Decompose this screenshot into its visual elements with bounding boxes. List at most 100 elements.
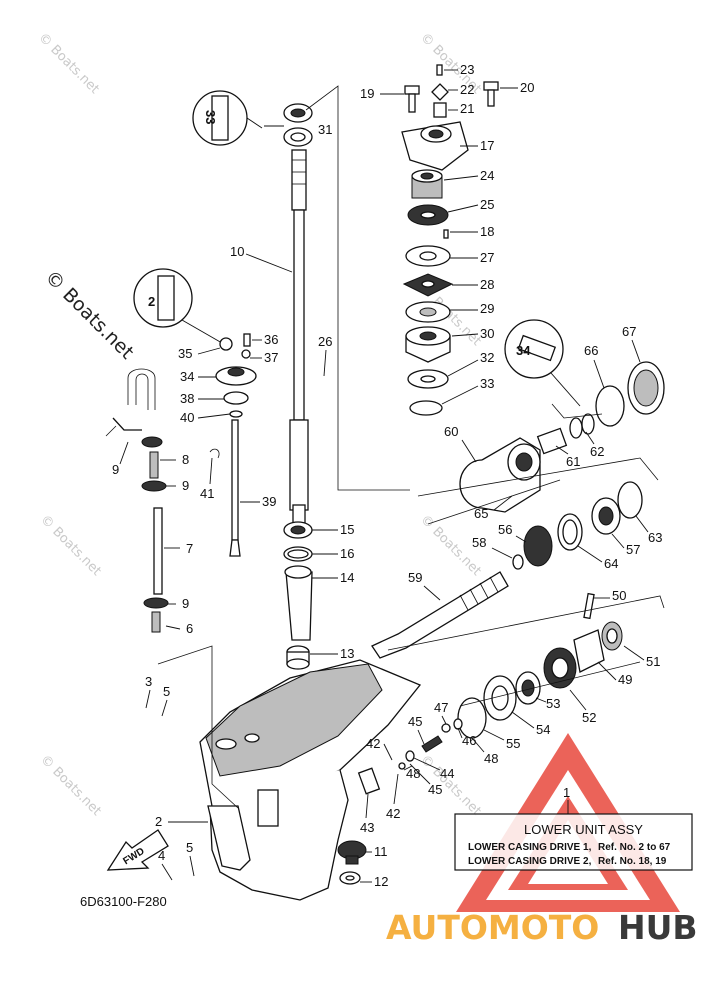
callout-16: 16: [340, 546, 354, 561]
callout-6: 6: [186, 621, 193, 636]
callouts: 2 3 4 5 5 6 7 8 9 9 9 9 10: [112, 62, 662, 889]
callout-29: 29: [480, 301, 494, 316]
callout-49: 49: [618, 672, 632, 687]
callout-25: 25: [480, 197, 494, 212]
callout-20: 20: [520, 80, 534, 95]
callout-4: 4: [158, 848, 165, 863]
callout-5b: 5: [186, 840, 193, 855]
callout-44: 44: [440, 766, 454, 781]
info-box-row2-label: LOWER CASING DRIVE 2,: [468, 856, 592, 867]
callout-50: 50: [612, 588, 626, 603]
callout-28: 28: [480, 277, 494, 292]
callout-23: 23: [460, 62, 474, 77]
callout-64: 64: [604, 556, 618, 571]
callout-37: 37: [264, 350, 278, 365]
callout-30: 30: [480, 326, 494, 341]
info-box-row2-ref: Ref. No. 18, 19: [598, 856, 667, 867]
info-box-row1-ref: Ref. No. 2 to 67: [598, 842, 671, 853]
callout-52: 52: [582, 710, 596, 725]
svg-text:34: 34: [516, 343, 531, 358]
shaft-lower-parts: [283, 521, 313, 670]
callout-7: 7: [186, 541, 193, 556]
info-box-title: LOWER UNIT ASSY: [524, 822, 643, 837]
callout-32: 33: [480, 376, 494, 391]
callout-10: 10: [230, 244, 244, 259]
callout-43: 43: [360, 820, 374, 835]
callout-19: 19: [360, 86, 374, 101]
callout-51: 51: [646, 654, 660, 669]
badge-2: 2: [133, 268, 223, 344]
callout-15: 15: [340, 522, 354, 537]
callout-21: 21: [460, 101, 474, 116]
lower-casing: [199, 659, 422, 901]
callout-27: 27: [480, 250, 494, 265]
callout-45b: 45: [428, 782, 442, 797]
callout-45a: 45: [408, 714, 422, 729]
callout-38: 38: [180, 391, 194, 406]
callout-2: 2: [155, 814, 162, 829]
callout-67: 67: [622, 324, 636, 339]
callout-9c: 9: [182, 596, 189, 611]
callout-42a: 42: [366, 736, 380, 751]
callout-3: 3: [145, 674, 152, 689]
callout-34: 34: [180, 369, 194, 384]
callout-48b: 48: [406, 766, 420, 781]
callout-55: 55: [506, 736, 520, 751]
callout-18: 18: [480, 224, 494, 239]
propeller-shaft-assy: [337, 361, 665, 885]
callout-65: 65: [474, 506, 488, 521]
callout-39: 39: [262, 494, 276, 509]
water-tube-assy: [112, 368, 169, 633]
bearing-31: [283, 103, 313, 147]
callout-66: 66: [584, 343, 598, 358]
callout-62: 62: [590, 444, 604, 459]
callout-8: 8: [182, 452, 189, 467]
info-box-row1-label: LOWER CASING DRIVE 1,: [468, 842, 592, 853]
callout-59: 59: [408, 570, 422, 585]
callout-22: 22: [460, 82, 474, 97]
brand-text-part2: HUB: [618, 908, 698, 947]
svg-text:2: 2: [148, 294, 155, 309]
callout-17: 17: [480, 138, 494, 153]
callout-33: 32: [480, 350, 494, 365]
callout-40: 40: [180, 410, 194, 425]
callout-60: 60: [444, 424, 458, 439]
callout-35: 35: [178, 346, 192, 361]
callout-41: 41: [200, 486, 214, 501]
fwd-arrow: FWD: [106, 829, 169, 871]
callout-9a: 9: [112, 462, 119, 477]
watermark: © Boats.net: [35, 30, 102, 97]
callout-48a: 48: [484, 751, 498, 766]
callout-14: 14: [340, 570, 354, 585]
callout-61: 61: [566, 454, 580, 469]
svg-text:33: 33: [203, 110, 218, 124]
callout-57: 57: [626, 542, 640, 557]
callout-53: 53: [546, 696, 560, 711]
badge-33: 33: [192, 90, 263, 146]
callout-42b: 42: [386, 806, 400, 821]
water-pump-stack: [401, 64, 499, 416]
info-box-ref: 1: [563, 785, 570, 800]
shift-rod-assy: [209, 333, 257, 557]
watermark: © Boats.net: [37, 512, 104, 579]
callout-47: 47: [434, 700, 448, 715]
diagram-code: 6D63100-F280: [80, 894, 167, 909]
callout-5a: 5: [163, 684, 170, 699]
info-box: 1 LOWER UNIT ASSY LOWER CASING DRIVE 1, …: [454, 785, 693, 871]
callout-36: 36: [264, 332, 278, 347]
callout-54: 54: [536, 722, 550, 737]
watermark: © Boats.net: [37, 752, 104, 819]
callout-11: 11: [374, 844, 388, 859]
callout-31: 31: [318, 122, 332, 137]
callout-9b: 9: [182, 478, 189, 493]
group-brackets: [105, 403, 665, 809]
callout-63: 63: [648, 530, 662, 545]
group-bracket-shaft: [305, 85, 410, 491]
callout-46: 46: [462, 733, 476, 748]
callout-26: 26: [318, 334, 332, 349]
callout-56: 56: [498, 522, 512, 537]
callout-24: 24: [480, 168, 494, 183]
drive-shaft: [289, 149, 309, 524]
callout-13: 13: [340, 646, 354, 661]
